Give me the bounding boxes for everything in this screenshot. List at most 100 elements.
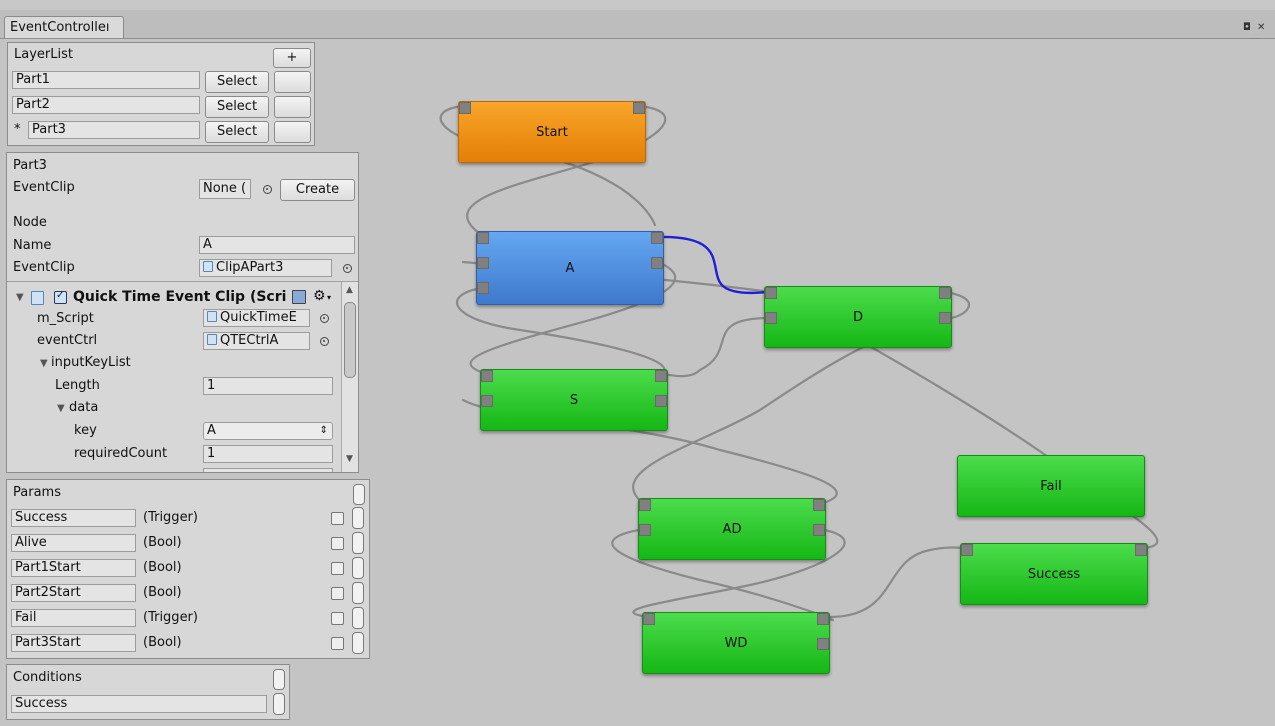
- layer-name-field[interactable]: Part3: [28, 121, 200, 139]
- node-d-port-1[interactable]: [765, 287, 777, 299]
- scroll-down-icon[interactable]: ▼: [346, 454, 353, 464]
- node-ad-port-4[interactable]: [813, 524, 825, 536]
- node-ad-port-3[interactable]: [813, 499, 825, 511]
- param-checkbox[interactable]: [331, 537, 344, 550]
- param-checkbox[interactable]: [331, 562, 344, 575]
- node-s-port-3[interactable]: [655, 370, 667, 382]
- inspector-scrollbar[interactable]: ▲ ▼: [341, 282, 358, 472]
- node-wd[interactable]: WD: [642, 612, 830, 674]
- node-a-port-3[interactable]: [477, 282, 489, 294]
- node-a-port-2[interactable]: [477, 257, 489, 269]
- param-checkbox[interactable]: [331, 587, 344, 600]
- params-panel: Params Success (Trigger) Alive (Bool) Pa…: [6, 479, 370, 659]
- key-dropdown[interactable]: A⇕: [203, 422, 333, 440]
- node-ad-port-1[interactable]: [639, 499, 651, 511]
- m-script-field[interactable]: QuickTimeE: [203, 309, 310, 327]
- object-picker-icon[interactable]: [263, 185, 272, 194]
- gear-icon[interactable]: ⚙: [313, 288, 326, 304]
- add-condition-button[interactable]: [273, 669, 285, 690]
- event-ctrl-field[interactable]: QTECtrlA: [203, 332, 310, 350]
- node-d-port-4[interactable]: [939, 312, 951, 324]
- input-key-list-foldout-icon[interactable]: ▼: [40, 358, 48, 369]
- param-remove-button[interactable]: [352, 582, 364, 604]
- node-ad[interactable]: AD: [638, 498, 826, 560]
- tab-event-controller[interactable]: EventControlleı: [4, 16, 124, 38]
- scrollbar-thumb[interactable]: [344, 302, 356, 378]
- close-icon[interactable]: ✕: [1257, 22, 1266, 33]
- layer-select-button[interactable]: Select: [205, 71, 269, 93]
- param-name-field[interactable]: Fail: [11, 609, 136, 627]
- condition-remove-button[interactable]: [273, 693, 285, 715]
- param-remove-button[interactable]: [352, 632, 364, 654]
- node-a[interactable]: A: [476, 231, 664, 305]
- node-section-label: Node: [13, 215, 47, 230]
- node-s[interactable]: S: [480, 369, 668, 431]
- length-field[interactable]: 1: [203, 377, 333, 395]
- create-button[interactable]: Create: [280, 179, 355, 201]
- object-picker-icon[interactable]: [320, 314, 329, 323]
- param-remove-button[interactable]: [352, 507, 364, 529]
- node-start[interactable]: Start: [458, 101, 646, 163]
- layer-active-marker: *: [14, 122, 21, 137]
- param-checkbox[interactable]: [331, 612, 344, 625]
- node-s-port-4[interactable]: [655, 395, 667, 407]
- layer-name-field[interactable]: Part1: [12, 71, 200, 89]
- param-name-field[interactable]: Success: [11, 509, 136, 527]
- component-foldout-icon[interactable]: ▼: [16, 292, 24, 303]
- restore-icon[interactable]: ◘: [1243, 22, 1251, 33]
- node-a-port-4[interactable]: [651, 232, 663, 244]
- node-wd-port-1[interactable]: [643, 613, 655, 625]
- node-a-port-1[interactable]: [477, 232, 489, 244]
- node-wd-port-3[interactable]: [817, 638, 829, 650]
- node-start-port-in[interactable]: [459, 102, 471, 114]
- dropdown-arrows-icon: ⇕: [319, 425, 328, 436]
- param-name-field[interactable]: Part3Start: [11, 634, 136, 652]
- node-fail[interactable]: Fail: [957, 455, 1145, 517]
- node-eventclip-field[interactable]: ClipAPart3: [199, 259, 332, 277]
- param-remove-button[interactable]: [352, 532, 364, 554]
- node-fail-label: Fail: [1040, 478, 1062, 494]
- add-param-button[interactable]: [353, 484, 365, 505]
- layer-select-button[interactable]: Select: [205, 96, 269, 118]
- ctrl-asset-icon: [207, 334, 217, 345]
- node-start-port-out[interactable]: [633, 102, 645, 114]
- param-name-field[interactable]: Part1Start: [11, 559, 136, 577]
- node-a-port-5[interactable]: [651, 257, 663, 269]
- condition-field[interactable]: Success: [11, 695, 267, 713]
- node-name-field[interactable]: A: [199, 236, 355, 254]
- layer-name-field[interactable]: Part2: [12, 96, 200, 114]
- node-s-port-1[interactable]: [481, 370, 493, 382]
- required-count-field[interactable]: 1: [203, 445, 333, 463]
- object-picker-icon[interactable]: [343, 264, 352, 273]
- add-layer-button[interactable]: +: [273, 48, 311, 68]
- node-d-port-3[interactable]: [939, 287, 951, 299]
- param-name-field[interactable]: Alive: [11, 534, 136, 552]
- node-ad-port-2[interactable]: [639, 524, 651, 536]
- layer-extra-button[interactable]: [274, 121, 311, 143]
- param-remove-button[interactable]: [352, 557, 364, 579]
- layer-select-button[interactable]: Select: [205, 121, 269, 143]
- scroll-up-icon[interactable]: ▲: [346, 285, 353, 295]
- layer-extra-button[interactable]: [274, 71, 311, 93]
- node-s-port-2[interactable]: [481, 395, 493, 407]
- node-success-port-out[interactable]: [1135, 544, 1147, 556]
- node-wd-port-2[interactable]: [817, 613, 829, 625]
- data-foldout-icon[interactable]: ▼: [57, 403, 65, 414]
- node-d-port-2[interactable]: [765, 312, 777, 324]
- param-remove-button[interactable]: [352, 607, 364, 629]
- component-enabled-checkbox[interactable]: [54, 291, 67, 304]
- eventclip-field[interactable]: None (: [199, 179, 251, 199]
- param-checkbox[interactable]: [331, 637, 344, 650]
- layer-extra-button[interactable]: [274, 96, 311, 118]
- help-icon[interactable]: [292, 290, 306, 304]
- param-checkbox[interactable]: [331, 512, 344, 525]
- param-name-field[interactable]: Part2Start: [11, 584, 136, 602]
- conditions-panel: Conditions Success: [6, 664, 290, 720]
- node-success-port-in[interactable]: [961, 544, 973, 556]
- object-picker-icon[interactable]: [320, 337, 329, 346]
- dropdown-caret-icon[interactable]: ▾: [327, 293, 332, 302]
- link-d-s: [660, 316, 773, 378]
- node-d[interactable]: D: [764, 286, 952, 348]
- partially-visible-field[interactable]: [203, 468, 333, 472]
- node-success[interactable]: Success: [960, 543, 1148, 605]
